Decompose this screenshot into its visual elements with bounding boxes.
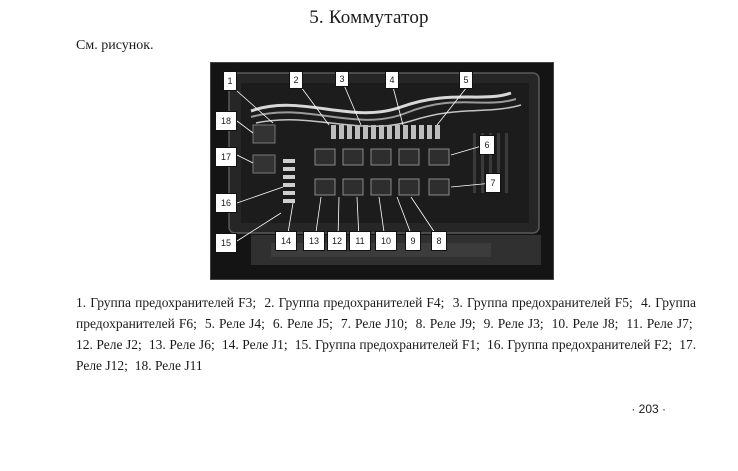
page-number: · 203 · (631, 402, 666, 416)
callout-16: 16 (215, 193, 237, 213)
callout-15: 15 (215, 233, 237, 253)
legend-item: 2. Группа предохранителей F4; (264, 295, 445, 310)
see-figure-text: См. рисунок. (76, 38, 154, 53)
legend-item: 13. Реле J6; (148, 337, 215, 352)
callout-8: 8 (431, 231, 447, 251)
callout-18: 18 (215, 111, 237, 131)
callout-17: 17 (215, 147, 237, 167)
callout-12: 12 (327, 231, 347, 251)
callout-2: 2 (289, 71, 303, 89)
legend-item: 10. Реле J8; (551, 316, 619, 331)
legend-item: 3. Группа предохранителей F5; (452, 295, 633, 310)
legend-item: 6. Реле J5; (272, 316, 333, 331)
legend-item: 15. Группа предохранителей F1; (294, 337, 480, 352)
legend-item: 8. Реле J9; (415, 316, 476, 331)
legend-item: 16. Группа предохранителей F2; (486, 337, 673, 352)
legend-item: 12. Реле J2; (76, 337, 142, 352)
legend-item: 5. Реле J4; (204, 316, 265, 331)
callout-5: 5 (459, 71, 473, 89)
callout-10: 10 (375, 231, 397, 251)
figure-legend: 1. Группа предохранителей F3; 2. Группа … (76, 292, 696, 376)
callout-9: 9 (405, 231, 421, 251)
legend-item: 17. Реле J12; (76, 337, 697, 373)
callout-4: 4 (385, 71, 399, 89)
legend-item: 18. Реле J11 (134, 358, 203, 373)
legend-item: 14. Реле J1; (221, 337, 288, 352)
callout-11: 11 (349, 231, 371, 251)
section-title: 5. Коммутатор (309, 7, 429, 28)
callout-14: 14 (275, 231, 297, 251)
callout-6: 6 (479, 135, 495, 155)
callout-13: 13 (303, 231, 325, 251)
fuse-box-photo: 1 2 3 4 5 6 7 8 9 10 11 12 13 14 15 16 1… (210, 62, 554, 280)
callout-7: 7 (485, 173, 501, 193)
legend-item: 1. Группа предохранителей F3; (76, 295, 257, 310)
callout-3: 3 (335, 71, 349, 87)
legend-item: 11. Реле J7; (626, 316, 693, 331)
legend-item: 9. Реле J3; (483, 316, 544, 331)
legend-item: 7. Реле J10; (340, 316, 408, 331)
callout-1: 1 (223, 71, 237, 91)
legend-item: 4. Группа предохранителей F6; (76, 295, 696, 331)
